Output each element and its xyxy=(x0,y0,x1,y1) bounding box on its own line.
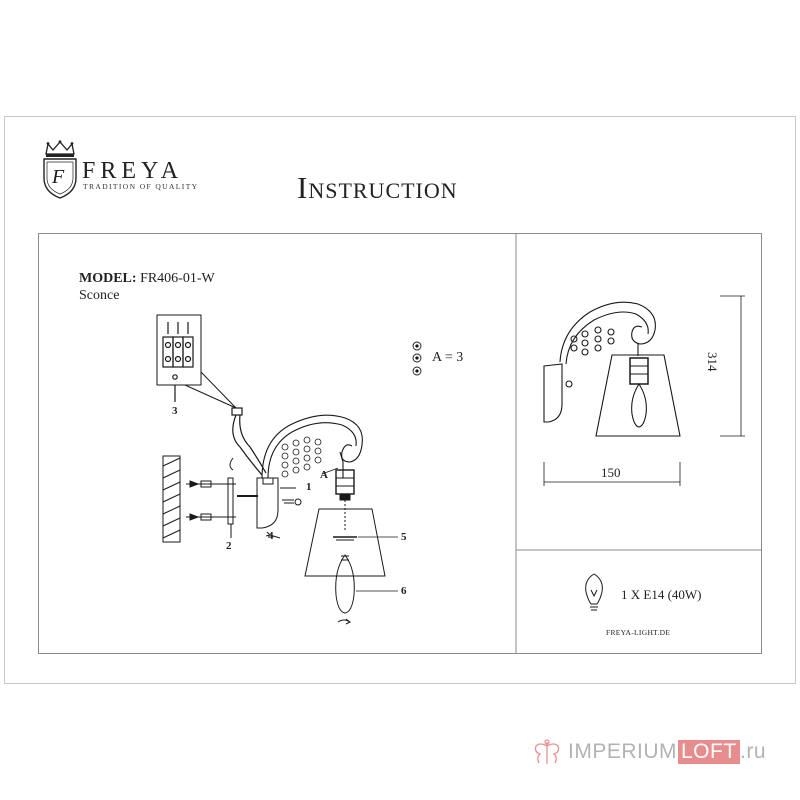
lamp-assembly xyxy=(304,469,386,625)
drawing-panel xyxy=(38,233,762,654)
sconce-arm xyxy=(261,414,363,479)
parts-note: A = 3 xyxy=(432,350,464,365)
callout-4: 4 xyxy=(268,530,274,542)
website-text: FREYA-LIGHT.DE xyxy=(606,628,671,637)
backplate xyxy=(237,477,302,539)
brand-tagline: TRADITION OF QUALITY xyxy=(83,182,199,191)
watermark-suffix: .ru xyxy=(740,740,767,763)
model-number: FR406-01-W xyxy=(140,271,215,286)
callout-a: A xyxy=(320,469,328,481)
product-type: Sconce xyxy=(79,288,120,303)
brand-name: FREYA xyxy=(82,158,184,184)
wall-hatch xyxy=(162,455,181,543)
callout-3: 3 xyxy=(172,405,178,417)
brand-logo: F FREYA TRADITION OF QUALITY xyxy=(38,140,218,202)
crown-shield-icon xyxy=(43,140,77,199)
crystal-strand-icon xyxy=(412,341,422,376)
callout-2: 2 xyxy=(226,540,232,552)
watermark: IMPERIUM LOFT .ru xyxy=(530,738,790,770)
dimension-lines xyxy=(543,295,745,486)
wiring xyxy=(231,407,267,476)
bulb-spec: 1 X E14 (40W) xyxy=(621,587,702,602)
watermark-word-2: LOFT xyxy=(678,740,740,764)
instruction-sheet xyxy=(4,116,796,684)
page-title: Instruction xyxy=(297,170,458,205)
callout-6: 6 xyxy=(401,585,407,597)
watermark-word-1: IMPERIUM xyxy=(568,740,677,763)
callout-leaders xyxy=(321,467,398,592)
model-label: MODEL: xyxy=(79,271,137,286)
monogram: F xyxy=(52,166,65,188)
dimension-height: 314 xyxy=(705,352,720,372)
dimension-width: 150 xyxy=(601,465,621,480)
model-line: MODEL: FR406-01-W xyxy=(79,271,215,287)
callout-5: 5 xyxy=(401,531,407,543)
assembled-sconce-view xyxy=(543,301,681,437)
bulb-icon xyxy=(585,573,603,611)
watermark-emblem-icon xyxy=(534,739,560,764)
callout-1: 1 xyxy=(306,481,312,493)
panel-dividers xyxy=(515,233,762,654)
terminal-block-detail xyxy=(156,314,237,409)
mounting-bracket xyxy=(186,457,236,538)
crystal-strands xyxy=(281,436,322,478)
